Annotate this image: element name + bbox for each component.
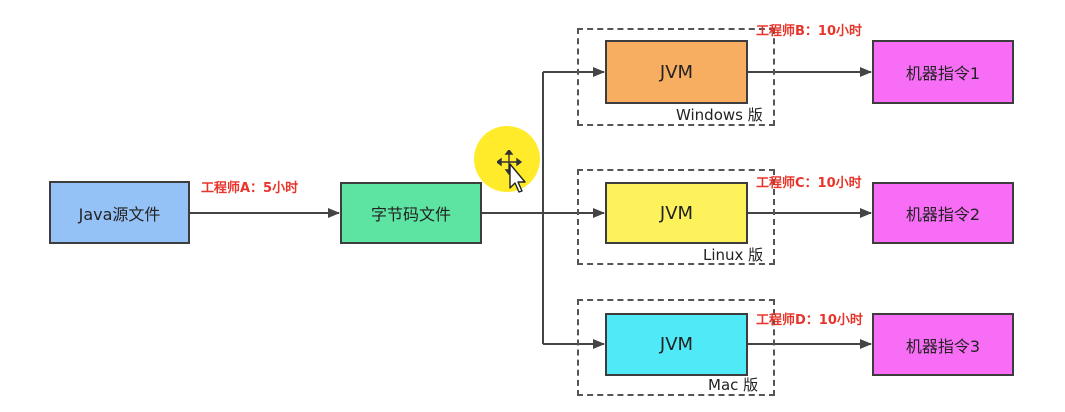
note-engineer-a: 工程师A：5小时 (201, 181, 299, 196)
group-label-linux: Linux 版 (703, 246, 764, 264)
group-linux (577, 169, 775, 265)
note-engineer-b: 工程师B：10小时 (756, 24, 862, 39)
node-jvm-linux: JVM (605, 182, 748, 244)
node-machine-3: 机器指令3 (872, 313, 1014, 376)
group-mac (577, 299, 775, 396)
node-machine-1: 机器指令1 (872, 40, 1014, 104)
group-label-windows: Windows 版 (676, 106, 763, 124)
move-cursor-icon (497, 150, 526, 193)
cursor-highlight (474, 126, 540, 192)
node-bytecode: 字节码文件 (340, 182, 482, 244)
node-java-source: Java源文件 (49, 181, 190, 244)
note-engineer-d: 工程师D：10小时 (756, 313, 863, 328)
node-machine-2: 机器指令2 (872, 182, 1014, 244)
group-label-mac: Mac 版 (708, 376, 759, 394)
note-engineer-c: 工程师C：10小时 (756, 176, 862, 191)
node-jvm-mac: JVM (605, 313, 748, 376)
node-jvm-windows: JVM (605, 40, 748, 104)
group-windows (577, 28, 775, 126)
